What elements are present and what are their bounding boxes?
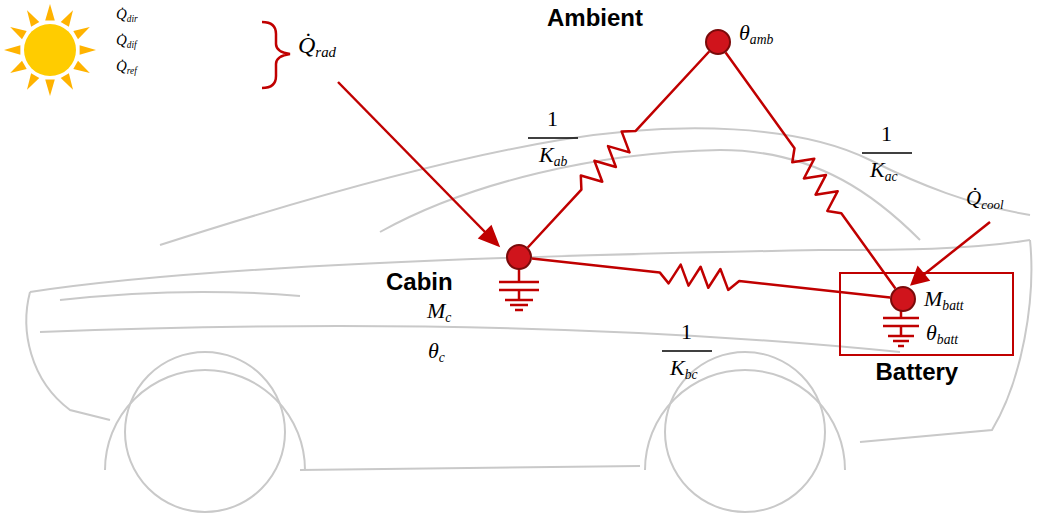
- temperature-symbol: θamb: [739, 20, 773, 45]
- sun-ray: [10, 61, 27, 73]
- sun-ray: [80, 45, 96, 55]
- thermal-node-dot: [890, 286, 916, 312]
- conductance-symbol: Kab: [539, 142, 567, 167]
- sun-icon: [4, 4, 96, 96]
- conductance-symbol: Kac: [870, 157, 898, 182]
- resistor-connector: [532, 258, 890, 297]
- sun-ray: [4, 45, 20, 55]
- battery-node: Mbattθbatt: [890, 286, 916, 312]
- sun-ray: [61, 10, 73, 27]
- thermal-node-dot: [506, 244, 532, 270]
- mass-symbol: Mbatt: [924, 286, 964, 311]
- mass-symbol: Mc: [427, 298, 451, 323]
- fraction-numerator: 1: [547, 106, 558, 131]
- sun-ray: [45, 80, 55, 96]
- sun-ray: [61, 73, 73, 90]
- resistor-connector: [726, 53, 896, 289]
- node-name: Ambient: [547, 4, 643, 32]
- heat-flow-symbol: Q̇dir: [116, 6, 138, 23]
- sun-ray: [73, 27, 90, 39]
- battery-box: BatteryMbattθbatt: [839, 272, 1014, 356]
- capacitor-symbol: [499, 268, 919, 346]
- heat-flow-symbol: Q̇ref: [116, 58, 137, 75]
- resistor-connector: [528, 52, 709, 248]
- sun-ray: [10, 27, 27, 39]
- heat-flow-symbol: Q̇dif: [116, 32, 137, 49]
- sun-ray: [45, 4, 55, 20]
- temperature-symbol: θc: [428, 338, 445, 363]
- heat-arrows: [338, 82, 990, 284]
- ambient-node: Ambientθamb: [705, 29, 731, 55]
- sun-ray: [27, 73, 39, 90]
- node-name: Cabin: [386, 268, 453, 296]
- sun-ray: [27, 10, 39, 27]
- fraction-bar: [528, 138, 912, 351]
- bracket: [262, 22, 290, 88]
- node-name: Battery: [876, 358, 959, 386]
- conductance-symbol: Kbc: [670, 355, 698, 380]
- fraction-numerator: 1: [881, 121, 892, 146]
- cabin-node: CabinMcθc: [506, 244, 532, 270]
- heat-flow-symbol: Q̇cool: [966, 186, 1004, 210]
- sun-ray: [73, 61, 90, 73]
- fraction-numerator: 1: [681, 319, 692, 344]
- heat-flow-symbol: Q̇rad: [298, 32, 336, 60]
- temperature-symbol: θbatt: [926, 320, 958, 345]
- thermal-node-dot: [705, 29, 731, 55]
- car-outline: [26, 128, 1031, 512]
